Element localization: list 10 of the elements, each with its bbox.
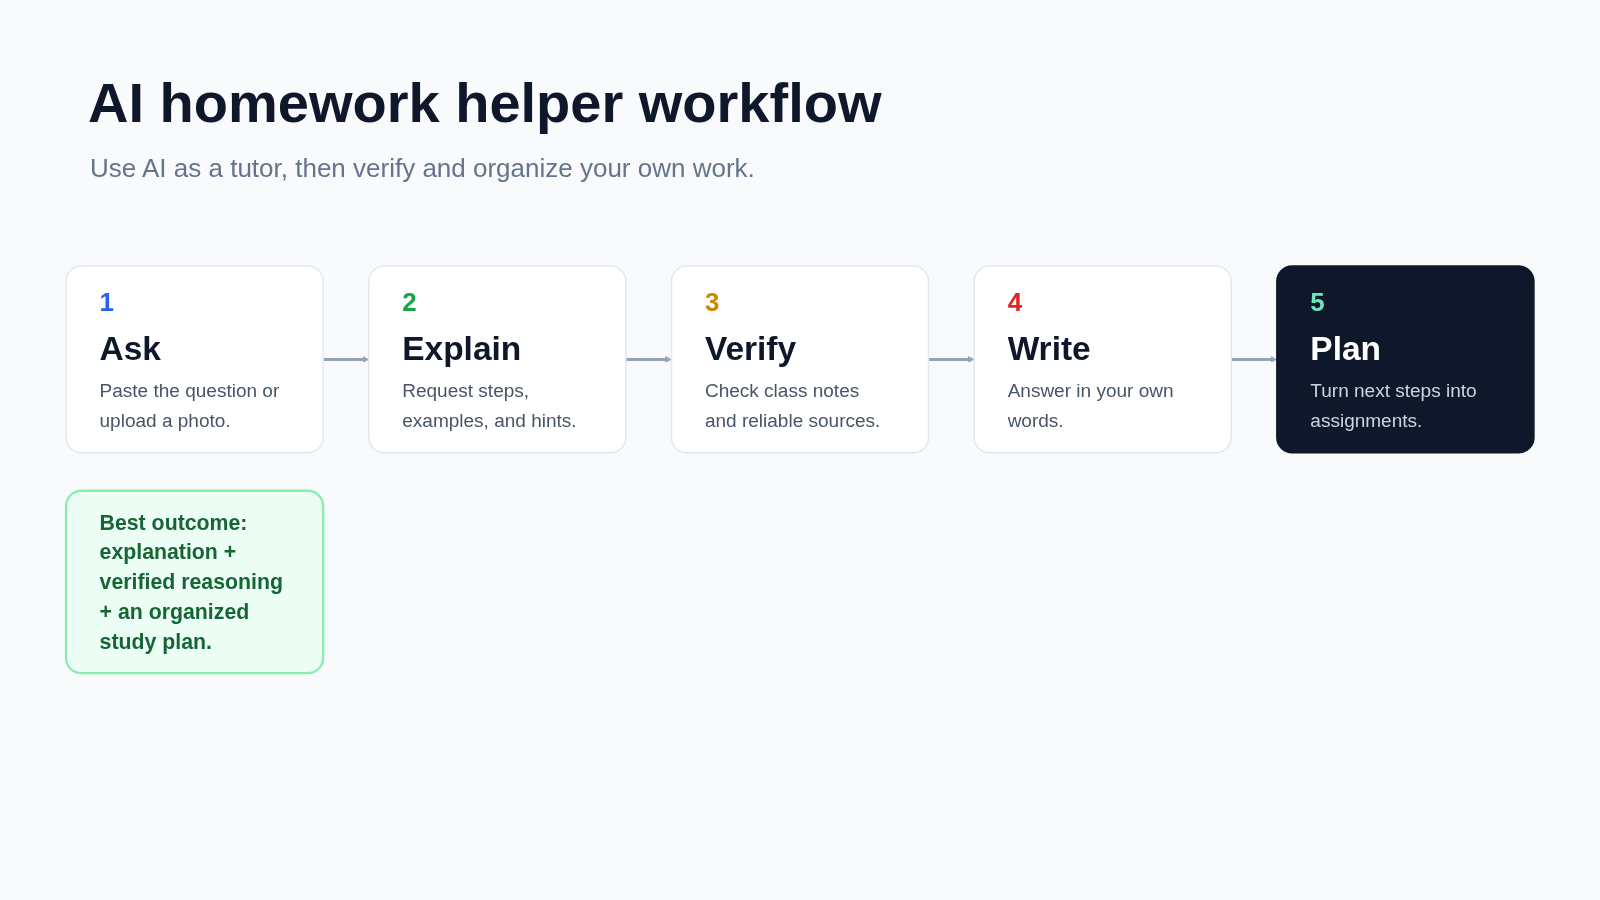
arrow	[625, 356, 672, 363]
node-box: 4 Write Answer in your own words.	[973, 265, 1232, 454]
node-box: 1 Ask Paste the question or upload a photo.	[65, 265, 324, 454]
diagram-title: AI homework helper workflow	[88, 70, 882, 135]
subtitle: Use AI as a tutor, then verify and organize your own work.	[90, 153, 755, 184]
node-box: 5 Plan Turn next steps into assignments.	[1276, 265, 1535, 454]
arrow	[928, 356, 975, 363]
node-box: 2 Explain Request steps, examples, and hints.	[368, 265, 627, 454]
node-box: 3 Verify Check class notes and reliable sources.	[670, 265, 930, 454]
node-box: Best outcome: explanation + verified reasoning + an organized study plan.	[64, 489, 325, 675]
